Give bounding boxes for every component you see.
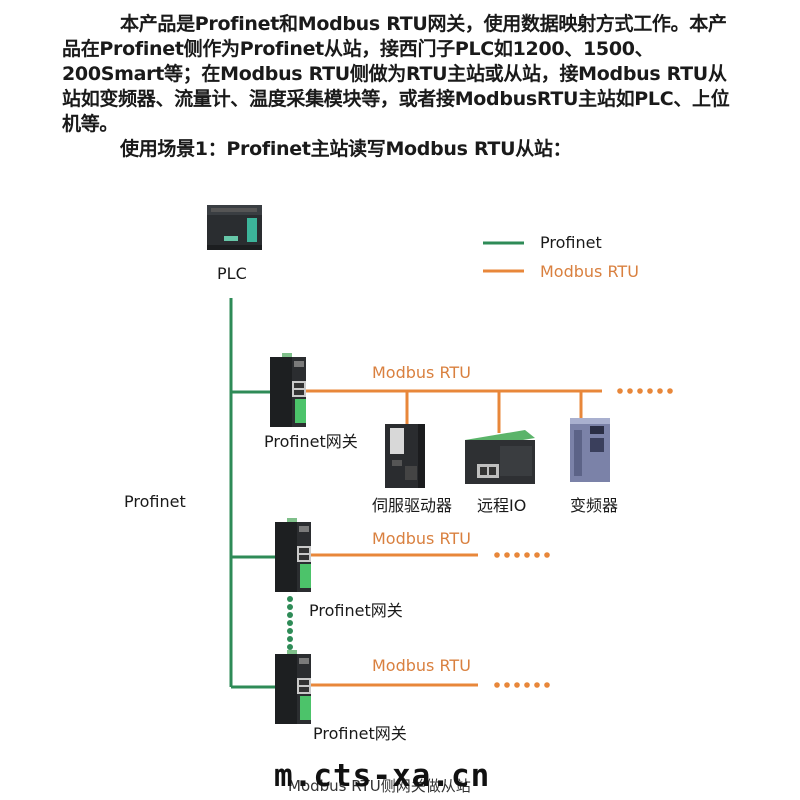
inverter-icon (570, 418, 610, 482)
intro-paragraph-1: 本产品是Profinet和Modbus RTU网关，使用数据映射方式工作。本产品… (62, 13, 730, 135)
modbus-label-3: Modbus RTU (372, 656, 471, 675)
profinet-lines (229, 298, 275, 689)
modbus-continuation-dots (494, 388, 673, 688)
profinet-bus-label: Profinet (124, 492, 186, 511)
watermark: m.cts-xa.cn (274, 758, 491, 794)
inverter-label: 变频器 (570, 496, 619, 515)
intro-paragraph-2: 使用场景1：Profinet主站读写Modbus RTU从站： (120, 138, 572, 160)
servo-drive-label: 伺服驱动器 (372, 496, 453, 515)
gateway-label-2: Profinet网关 (309, 601, 403, 620)
diagram-caption: Modbus RTU侧网关做从站 (288, 777, 471, 795)
plc-icon (207, 205, 262, 250)
gateway-label-3: Profinet网关 (313, 724, 407, 743)
gateway-icon (270, 353, 306, 427)
remote-io-label: 远程IO (477, 496, 527, 515)
continuation-dots-3 (494, 682, 550, 688)
legend-profinet-label: Profinet (540, 233, 602, 252)
plc-label: PLC (217, 264, 247, 283)
remote-io-icon (465, 430, 535, 484)
gateway-label-1: Profinet网关 (264, 432, 358, 451)
intro-text: 本产品是Profinet和Modbus RTU网关，使用数据映射方式工作。本产品… (62, 12, 742, 162)
gateway-icon (275, 518, 311, 592)
legend-modbus-label: Modbus RTU (540, 262, 639, 281)
servo-drive-icon (385, 424, 425, 488)
modbus-lines (305, 389, 602, 687)
continuation-dots-1 (617, 388, 673, 394)
modbus-label-2: Modbus RTU (372, 529, 471, 548)
modbus-label-1: Modbus RTU (372, 363, 471, 382)
continuation-dots-2 (494, 552, 550, 558)
gateway-chain-dots (287, 596, 293, 650)
legend (483, 241, 524, 273)
gateway-icon (275, 650, 311, 724)
